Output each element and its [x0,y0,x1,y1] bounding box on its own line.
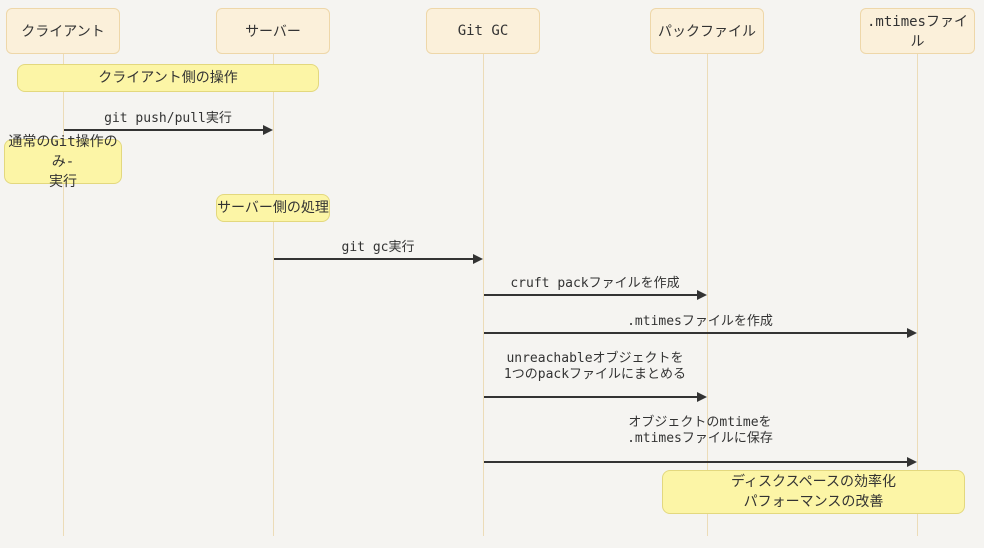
lifeline-mtimes-file [917,54,918,536]
message-create-cruft-pack-line [484,294,697,296]
note-normal-git-ops: 通常のGit操作のみ- 実行 [4,134,122,190]
note-text: 実行 [49,173,77,190]
participant-label: パックファイル [658,24,756,40]
message-save-mtime-arrow-icon [907,457,917,467]
note-text: ディスクスペースの効率化 [731,474,896,490]
lifeline-client [63,54,64,536]
participant-git-gc: Git GC [426,8,540,54]
note-text: パフォーマンスの改善 [743,494,884,510]
participant-server: サーバー [216,8,330,54]
message-save-mtime-label: オブジェクトのmtimeを .mtimesファイルに保存 [627,415,773,446]
message-git-gc-arrow-icon [473,254,483,264]
note-benefits: ディスクスペースの効率化 パフォーマンスの改善 [662,470,965,514]
message-git-gc-label: git gc実行 [341,240,415,255]
message-git-push-pull-line [64,129,263,131]
message-create-cruft-pack-arrow-icon [697,290,707,300]
note-text: サーバー側の処理 [217,200,329,216]
participant-mtimes-file: .mtimesファイル [860,8,975,54]
participant-label: クライアント [21,24,105,40]
message-create-cruft-pack-label: cruft packファイルを作成 [510,276,680,291]
note-client-operations: クライアント側の操作 [17,64,319,92]
message-save-mtime-line [484,461,907,463]
note-server-processing: サーバー側の処理 [216,194,330,222]
participant-label: .mtimesファイル [866,14,968,50]
message-create-mtimes-file-arrow-icon [907,328,917,338]
message-git-gc-line [274,258,473,260]
message-git-push-pull-label: git push/pull実行 [104,111,232,126]
lifeline-server [273,54,274,536]
message-create-mtimes-file-label: .mtimesファイルを作成 [627,314,773,329]
participant-label: サーバー [245,24,301,40]
lifeline-pack-file [707,54,708,536]
message-create-mtimes-file-line [484,332,907,334]
note-text: 通常のGit操作のみ- [8,133,118,170]
participant-pack-file: パックファイル [650,8,764,54]
lifeline-git-gc [483,54,484,536]
message-git-push-pull-arrow-icon [263,125,273,135]
participant-label: Git GC [457,23,509,39]
note-text: クライアント側の操作 [98,70,238,86]
message-consolidate-unreachable-arrow-icon [697,392,707,402]
participant-client: クライアント [6,8,120,54]
message-consolidate-unreachable-label: unreachableオブジェクトを 1つのpackファイルにまとめる [503,351,687,382]
message-consolidate-unreachable-line [484,396,697,398]
